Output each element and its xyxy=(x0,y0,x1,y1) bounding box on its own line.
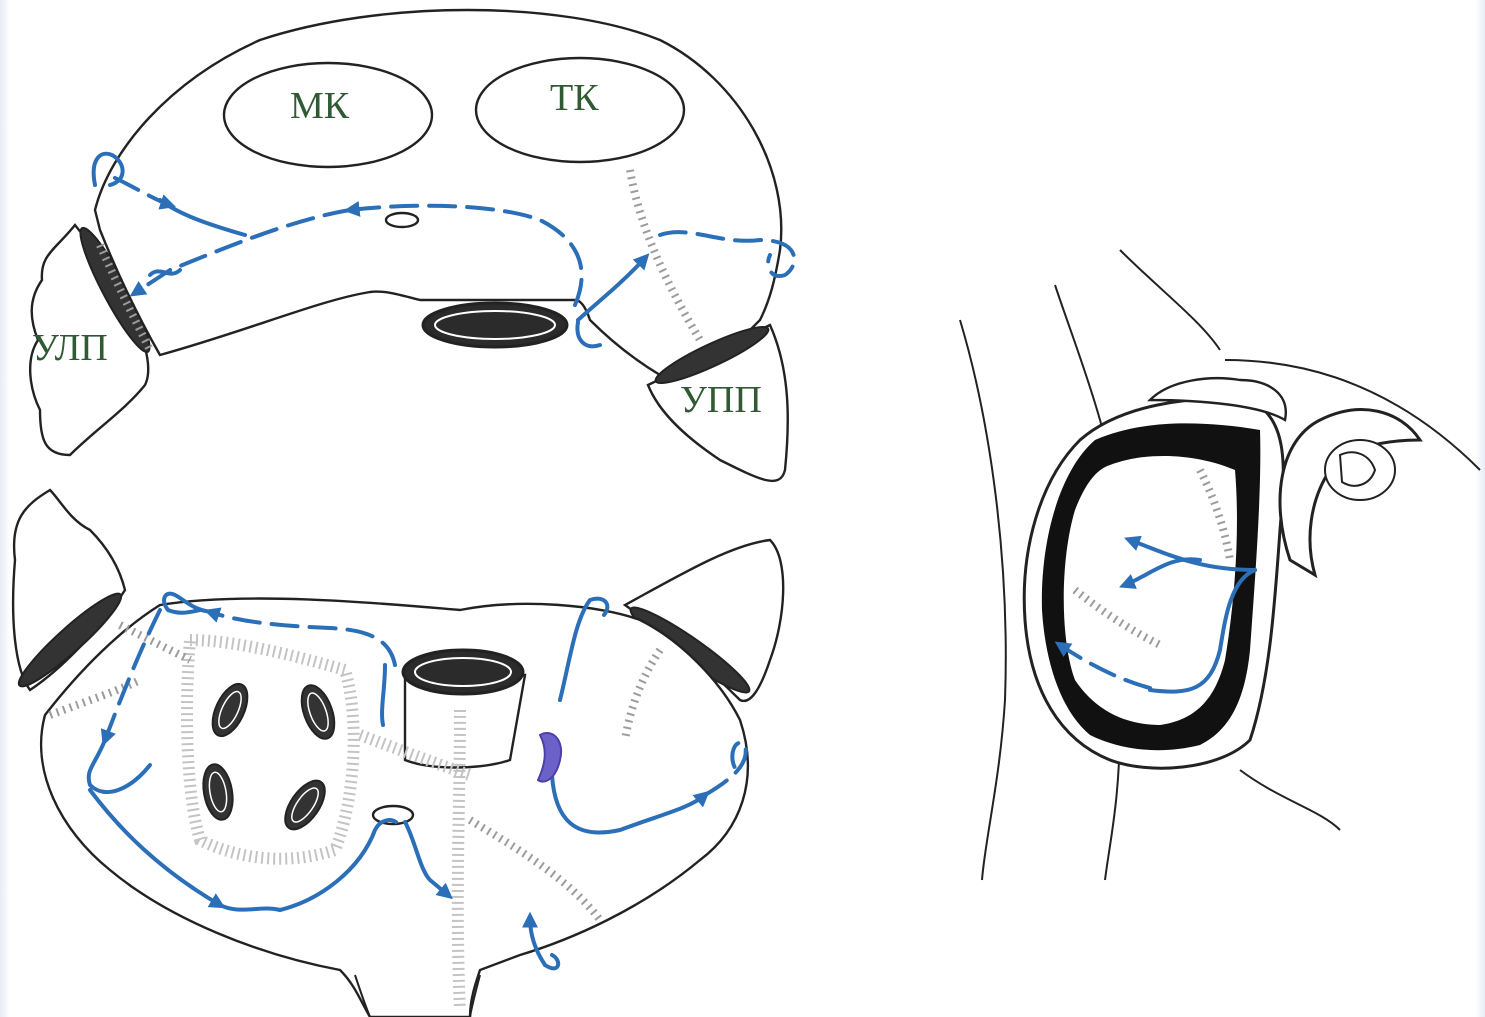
label-right-appendage: УПП xyxy=(680,379,762,421)
upper-vessel-orifice xyxy=(423,303,567,347)
contour-1 xyxy=(960,320,1006,880)
upper-atria-view: МК ТК УЛП УПП xyxy=(30,10,794,481)
vessel-lumen xyxy=(1325,440,1395,500)
label-tricuspid: ТК xyxy=(550,77,599,119)
label-left-appendage: УЛП xyxy=(32,327,108,369)
label-mitral: МК xyxy=(290,85,350,127)
vena-cava-orifice xyxy=(403,650,523,694)
upper-small-orifice xyxy=(386,213,418,227)
surgical-view xyxy=(960,250,1480,880)
lower-atria-view xyxy=(11,490,783,1017)
